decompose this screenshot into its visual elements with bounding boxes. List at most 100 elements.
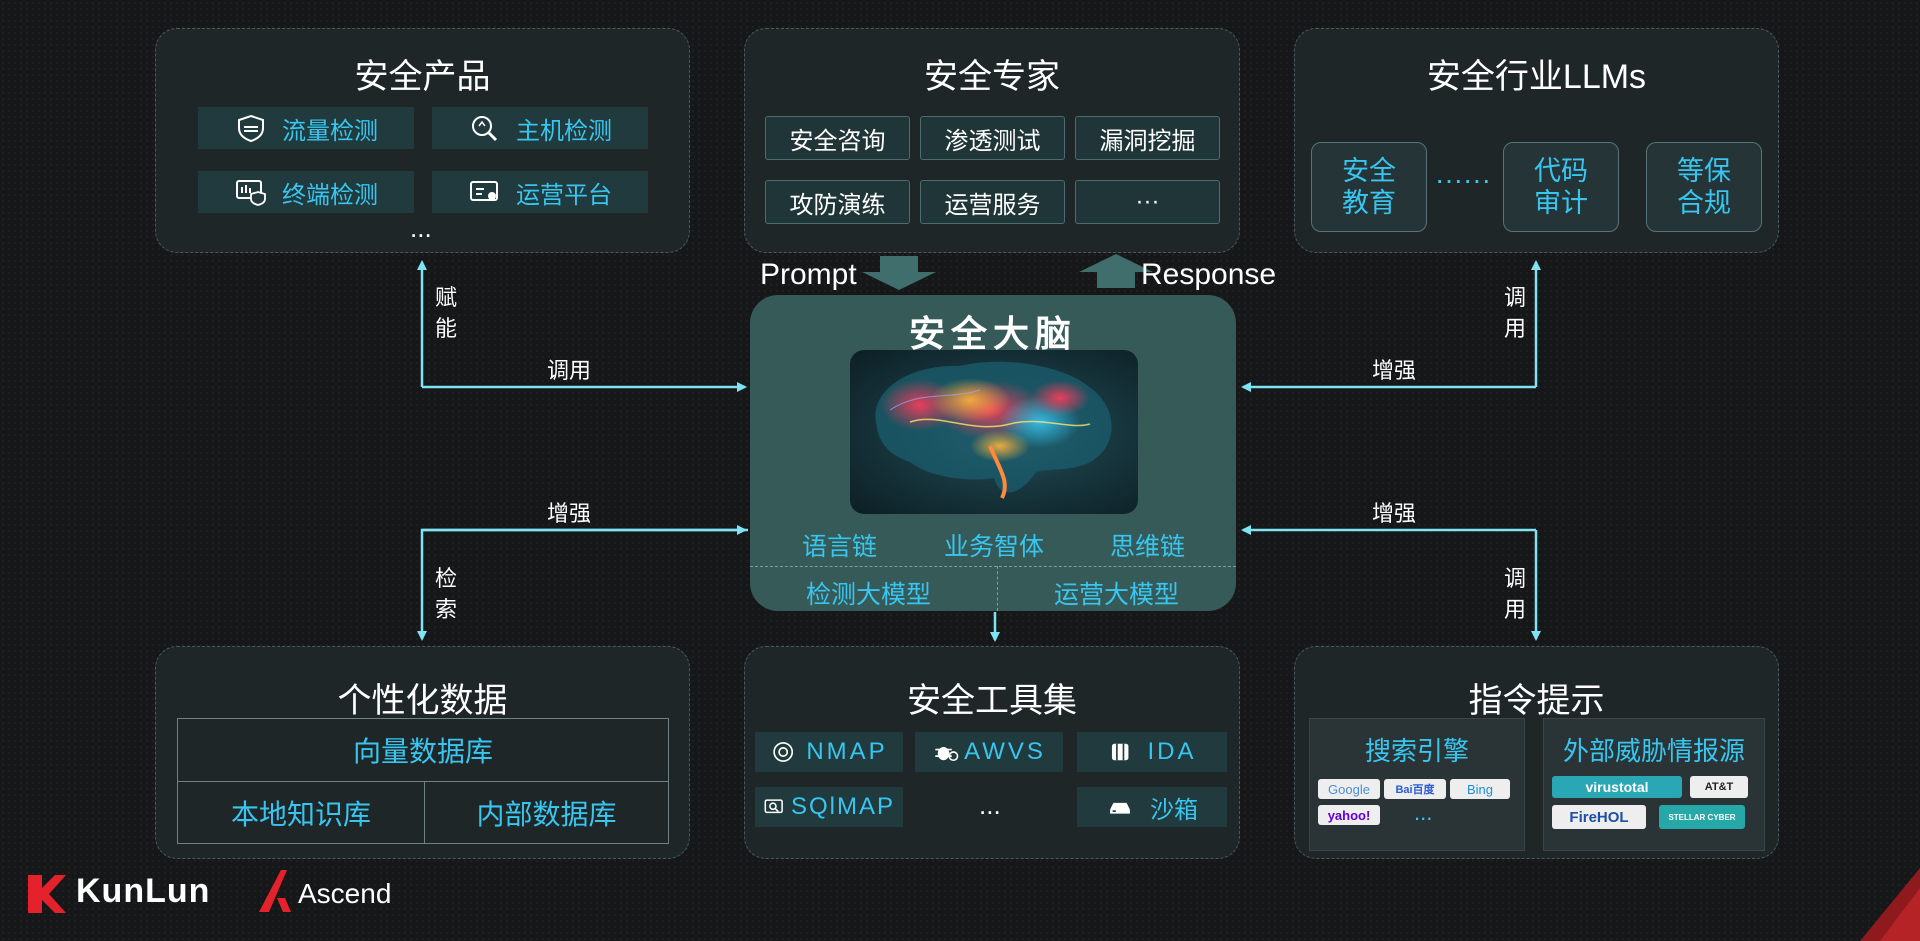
security-brain: 安全大脑 语言链 业务智体 思维链 检测大模型 运营大模型 bbox=[750, 295, 1236, 611]
brain-image bbox=[850, 350, 1138, 514]
brain-title: 安全大脑 bbox=[908, 313, 1077, 354]
panel-title: 安全行业LLMs bbox=[1426, 58, 1647, 96]
tool-label: NMAP bbox=[806, 738, 888, 765]
tool-awvs[interactable]: AWVS bbox=[915, 732, 1063, 772]
panel-title: 指令提示 bbox=[1468, 682, 1605, 720]
tool-ida[interactable]: IDA bbox=[1077, 732, 1227, 772]
search-engine-title: 搜索引擎 bbox=[1364, 736, 1469, 766]
chain-thinking: 思维链 bbox=[1110, 533, 1186, 561]
label-enhance-bottom-right: 增强 bbox=[1372, 501, 1417, 526]
tool-sqlmap[interactable]: SQlMAP bbox=[755, 787, 903, 827]
brain-divider-v bbox=[997, 566, 998, 611]
chip-label: 运营服务 bbox=[944, 191, 1041, 219]
chip-board-icon bbox=[1112, 743, 1129, 761]
llm-security-education[interactable]: 安全 教育 bbox=[1311, 142, 1427, 232]
response-label: Response bbox=[1141, 258, 1277, 291]
llm-compliance[interactable]: 等保 合规 bbox=[1646, 142, 1762, 232]
security-toolkit-panel: 安全工具集 NMAP AWVS IDA SQlMAP ... 沙箱 bbox=[744, 646, 1240, 859]
security-products-panel: 安全产品 流量检测 主机检测 终端检测 运营平台 ... bbox=[155, 28, 690, 253]
chip-ops-service[interactable]: 运营服务 bbox=[920, 180, 1065, 224]
panel-title: 个性化数据 bbox=[337, 682, 508, 720]
chip-vuln-mining[interactable]: 漏洞挖掘 bbox=[1075, 116, 1220, 160]
tool-label: 沙箱 bbox=[1150, 796, 1198, 824]
threat-intel-title: 外部威胁情报源 bbox=[1562, 736, 1745, 766]
corner-decoration bbox=[1860, 868, 1920, 941]
tool-sandbox[interactable]: 沙箱 bbox=[1077, 787, 1227, 827]
llm-label: 等保 合规 bbox=[1677, 156, 1731, 218]
data-table: 向量数据库 本地知识库 内部数据库 bbox=[177, 718, 669, 844]
kunlun-logo: KunLun bbox=[76, 872, 211, 910]
bing-logo[interactable]: Bing bbox=[1450, 779, 1510, 799]
security-llms-panel: 安全行业LLMs 安全 教育 ······ 代码 审计 等保 合规 bbox=[1294, 28, 1779, 253]
panel-title: 安全工具集 bbox=[907, 682, 1077, 720]
label-call-top-right: 调用 bbox=[1503, 285, 1526, 341]
chain-business-agent: 业务智体 bbox=[944, 533, 1045, 561]
tool-label: AWVS bbox=[964, 738, 1046, 765]
label-enhance-bottom-left: 增强 bbox=[547, 501, 592, 526]
brain-divider-h bbox=[750, 566, 1236, 567]
chip-label: 主机检测 bbox=[516, 117, 612, 145]
google-logo[interactable]: Google bbox=[1318, 779, 1380, 799]
model-operation: 运营大模型 bbox=[1054, 581, 1180, 609]
label-retrieve: 检索 bbox=[434, 566, 457, 622]
chip-label: 漏洞挖掘 bbox=[1099, 127, 1196, 155]
llm-label: 代码 审计 bbox=[1534, 156, 1588, 218]
chip-label: 终端检测 bbox=[282, 181, 378, 209]
tool-label: IDA bbox=[1147, 738, 1197, 765]
bug-icon bbox=[935, 747, 959, 762]
chip-traffic-detection[interactable]: 流量检测 bbox=[198, 107, 414, 149]
ascend-a-icon bbox=[259, 870, 291, 912]
personalized-data-panel: 个性化数据 向量数据库 本地知识库 内部数据库 bbox=[155, 646, 690, 859]
chip-security-consulting[interactable]: 安全咨询 bbox=[765, 116, 910, 160]
baidu-logo[interactable]: Bai百度 bbox=[1384, 779, 1446, 799]
target-icon bbox=[773, 742, 794, 762]
instruction-prompt-panel: 指令提示 搜索引擎 Google Bai百度 Bing yahoo! ... 外… bbox=[1294, 646, 1779, 859]
local-knowledge-base[interactable]: 本地知识库 bbox=[177, 781, 425, 844]
chip-ops-platform[interactable]: 运营平台 bbox=[432, 171, 648, 213]
chip-label: 流量检测 bbox=[282, 117, 378, 145]
search-engine-panel: 搜索引擎 Google Bai百度 Bing yahoo! ... bbox=[1309, 718, 1525, 851]
chip-host-detection[interactable]: 主机检测 bbox=[432, 107, 648, 149]
chip-label: 渗透测试 bbox=[944, 127, 1041, 155]
chip-attack-defense[interactable]: 攻防演练 bbox=[765, 180, 910, 224]
chip-label: 运营平台 bbox=[516, 181, 612, 209]
database-scan-icon bbox=[764, 799, 783, 814]
server-icon bbox=[1110, 802, 1130, 814]
internal-database[interactable]: 内部数据库 bbox=[424, 781, 669, 844]
label-call-top-left: 调用 bbox=[547, 358, 592, 383]
firehol-logo[interactable]: FireHOL bbox=[1552, 805, 1646, 829]
chip-label: 攻防演练 bbox=[789, 191, 886, 219]
more-dots: ... bbox=[410, 213, 432, 243]
prompt-label: Prompt bbox=[760, 258, 857, 291]
chip-more[interactable]: ··· bbox=[1075, 180, 1220, 224]
monitor-shield-icon bbox=[236, 180, 266, 206]
tool-label: SQlMAP bbox=[790, 793, 895, 820]
chip-label: ··· bbox=[1135, 188, 1160, 215]
chain-language: 语言链 bbox=[802, 533, 878, 561]
label-call-bottom-right: 调用 bbox=[1503, 566, 1526, 622]
security-experts-panel: 安全专家 安全咨询 渗透测试 漏洞挖掘 攻防演练 运营服务 ··· bbox=[744, 28, 1240, 253]
vector-db[interactable]: 向量数据库 bbox=[177, 718, 669, 782]
llm-code-audit[interactable]: 代码 审计 bbox=[1503, 142, 1619, 232]
panel-title: 安全产品 bbox=[354, 58, 491, 96]
tool-nmap[interactable]: NMAP bbox=[755, 732, 903, 772]
chip-endpoint-detection[interactable]: 终端检测 bbox=[198, 171, 414, 213]
llm-label: 安全 教育 bbox=[1342, 156, 1396, 218]
panel-title: 安全专家 bbox=[924, 58, 1060, 96]
magnifier-icon bbox=[472, 116, 498, 142]
label-enhance-top-right: 增强 bbox=[1372, 358, 1417, 383]
chip-label: 安全咨询 bbox=[789, 127, 886, 155]
chip-penetration-testing[interactable]: 渗透测试 bbox=[920, 116, 1065, 160]
brain-graphic bbox=[875, 361, 1112, 499]
platform-card-icon bbox=[470, 181, 498, 201]
search-more: ... bbox=[1414, 800, 1433, 825]
llm-dots: ······ bbox=[1435, 164, 1491, 195]
virustotal-logo[interactable]: virustotal bbox=[1552, 776, 1682, 798]
att-logo[interactable]: AT&T bbox=[1690, 776, 1748, 798]
threat-intel-panel: 外部威胁情报源 virustotal AT&T FireHOL STELLAR … bbox=[1543, 718, 1765, 851]
shield-network-icon bbox=[238, 114, 264, 143]
yahoo-logo[interactable]: yahoo! bbox=[1318, 805, 1380, 825]
stellar-cyber-logo[interactable]: STELLAR CYBER bbox=[1659, 805, 1745, 829]
model-detection: 检测大模型 bbox=[806, 581, 932, 609]
